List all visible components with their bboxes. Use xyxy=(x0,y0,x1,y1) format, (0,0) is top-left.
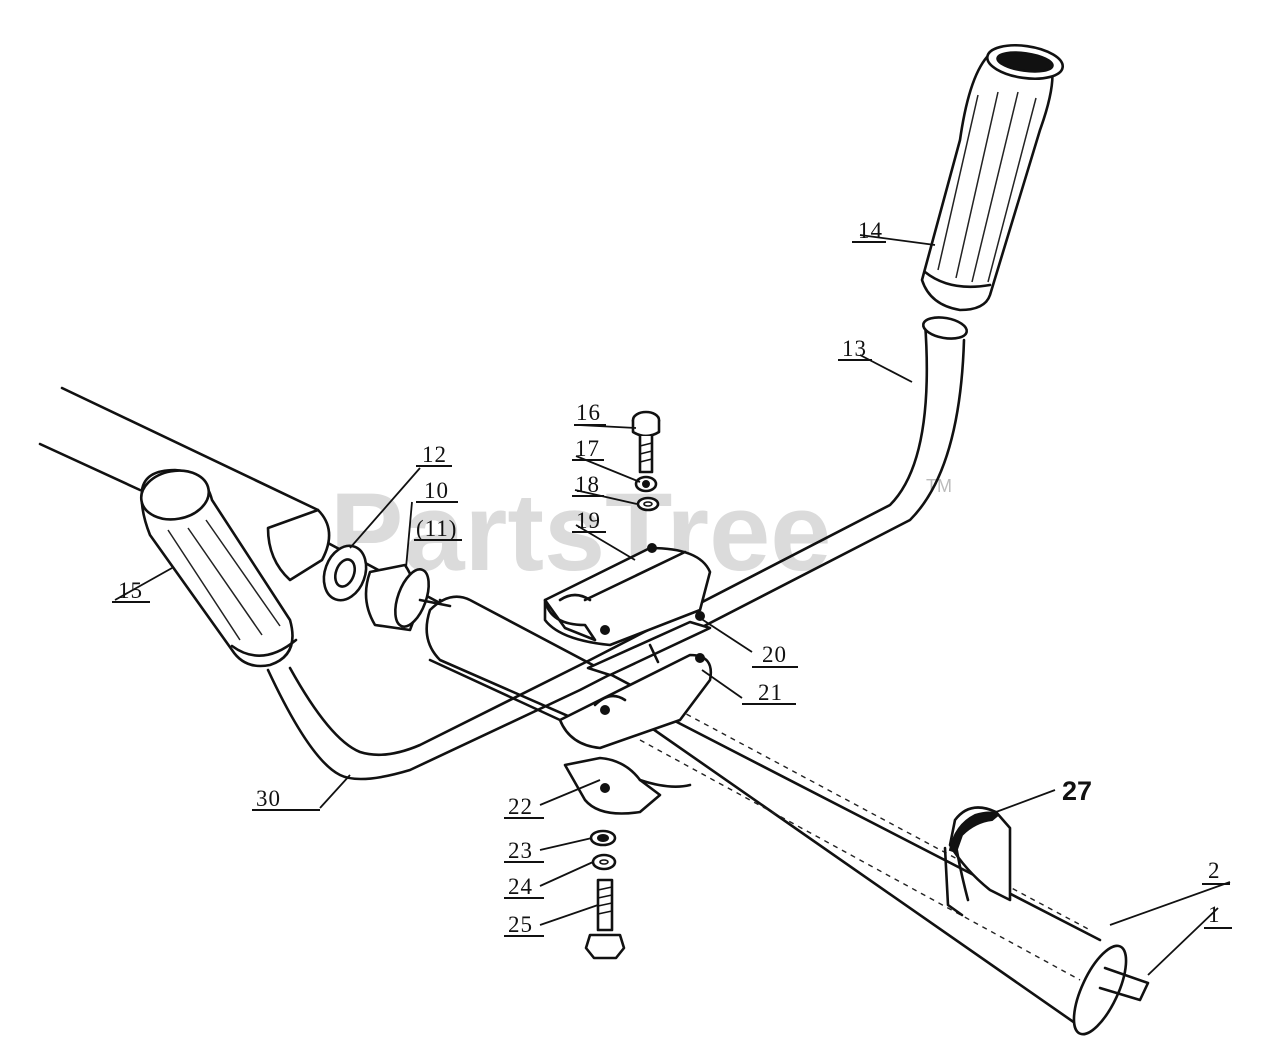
svg-text:27: 27 xyxy=(1062,776,1092,806)
bearing-assembly-parts-10-11-12[interactable] xyxy=(317,540,452,632)
bottom-clamp-part-22[interactable] xyxy=(563,756,692,815)
grip-part-15[interactable] xyxy=(137,465,298,668)
callout-25: 25 xyxy=(504,912,544,937)
callout-1: 1 xyxy=(1204,902,1232,929)
drive-shaft-part-1[interactable] xyxy=(1098,966,1150,1002)
bolt-part-25[interactable] xyxy=(584,878,626,960)
svg-text:21: 21 xyxy=(758,680,783,705)
callout-30: 30 xyxy=(252,786,320,811)
callout-14: 14 xyxy=(852,218,886,243)
svg-text:12: 12 xyxy=(422,442,447,467)
grip-part-14[interactable] xyxy=(920,41,1065,312)
svg-text:1: 1 xyxy=(1208,902,1221,927)
callout-15: 15 xyxy=(112,578,150,603)
band-clamp-part-27[interactable] xyxy=(943,806,1012,917)
washer-part-18[interactable] xyxy=(636,496,660,512)
svg-text:18: 18 xyxy=(575,472,600,497)
callout-21: 21 xyxy=(742,680,796,705)
spacer-plate-part-20[interactable] xyxy=(586,611,712,677)
upper-clamp-part-19[interactable] xyxy=(543,543,712,647)
svg-text:13: 13 xyxy=(842,336,867,361)
callout-12: 12 xyxy=(416,442,452,467)
svg-text:(11): (11) xyxy=(416,516,457,541)
callout-22: 22 xyxy=(504,794,544,819)
callout-27: 27 xyxy=(1062,776,1092,806)
callout-17: 17 xyxy=(572,436,604,461)
lock-washer-part-24[interactable] xyxy=(591,853,617,871)
svg-text:24: 24 xyxy=(508,874,533,899)
callout-11: (11) xyxy=(414,516,462,541)
svg-text:23: 23 xyxy=(508,838,533,863)
callout-19: 19 xyxy=(572,508,606,533)
svg-text:30: 30 xyxy=(256,786,281,811)
callout-24: 24 xyxy=(504,874,544,899)
svg-text:25: 25 xyxy=(508,912,533,937)
svg-text:2: 2 xyxy=(1208,858,1221,883)
handlebar-loop-part-30[interactable] xyxy=(266,320,966,781)
callout-2: 2 xyxy=(1202,858,1230,885)
svg-text:17: 17 xyxy=(575,436,600,461)
svg-text:14: 14 xyxy=(858,218,883,243)
callout-10: 10 xyxy=(416,478,458,503)
svg-text:22: 22 xyxy=(508,794,533,819)
leader-lines xyxy=(114,234,1231,976)
svg-text:10: 10 xyxy=(424,478,449,503)
callout-18: 18 xyxy=(572,472,604,497)
callout-20: 20 xyxy=(752,642,798,668)
washer-part-23[interactable] xyxy=(589,829,617,847)
handlebar-end-part-13[interactable] xyxy=(921,314,969,341)
callout-23: 23 xyxy=(504,838,544,863)
lower-clamp-part-21[interactable] xyxy=(558,653,713,750)
svg-text:15: 15 xyxy=(118,578,143,603)
svg-text:20: 20 xyxy=(762,642,787,667)
callout-13: 13 xyxy=(838,336,872,361)
callout-16: 16 xyxy=(574,400,606,426)
lock-washer-part-17[interactable] xyxy=(634,475,658,493)
svg-text:16: 16 xyxy=(576,400,601,425)
bolt-part-16[interactable] xyxy=(631,410,661,474)
inner-sleeve xyxy=(266,508,642,732)
svg-text:19: 19 xyxy=(576,508,601,533)
callout-labels: 1 2 10 (11) 12 13 14 15 xyxy=(112,218,1232,937)
